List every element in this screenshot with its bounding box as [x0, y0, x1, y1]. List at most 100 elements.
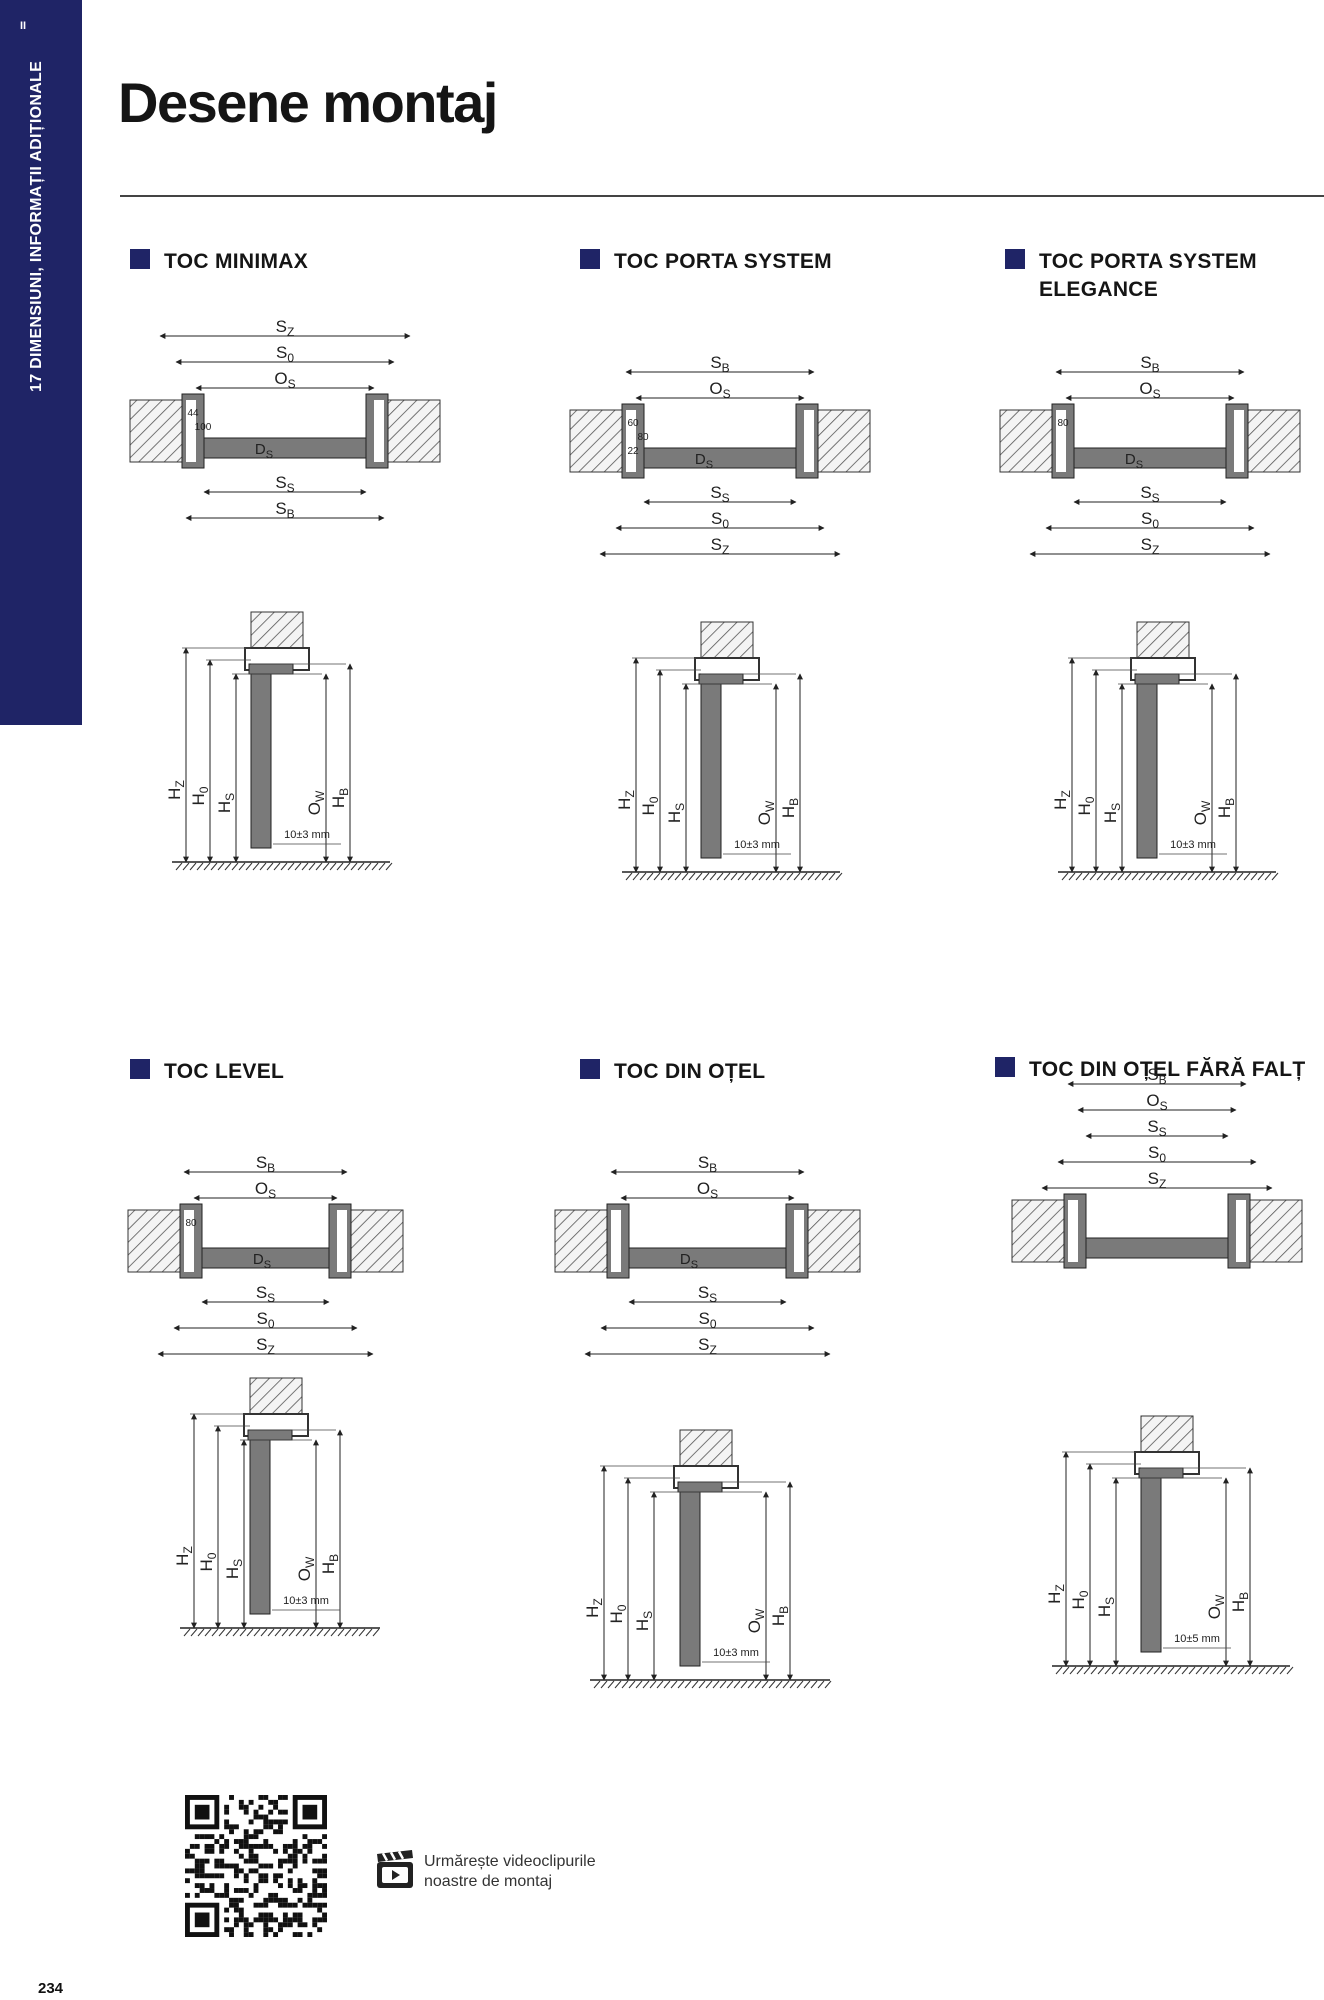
dim-ow: OW [745, 1608, 767, 1633]
dim-hs: HS [1095, 1597, 1117, 1617]
dim-hz: HZ [173, 1546, 195, 1566]
dim-hb: HB [769, 1606, 791, 1626]
floor-gap-note: 10±3 mm [713, 1647, 759, 1659]
dim-hb: HB [329, 788, 351, 808]
door-leaf-section [700, 683, 722, 859]
wall-left [999, 409, 1061, 473]
dim-sz: SZ [1141, 535, 1160, 557]
chapter-marker: II [20, 20, 27, 32]
door-leaf [203, 437, 367, 459]
dim-hs: HS [223, 1559, 245, 1579]
chapter-label: 17 DIMENSIUNI, INFORMAȚII ADIȚIONALE [28, 60, 45, 392]
dim-ss: SS [698, 1283, 717, 1305]
dim-hz: HZ [165, 780, 187, 800]
section-title: TOC LEVEL [164, 1060, 285, 1083]
dim-s0: S0 [256, 1309, 274, 1331]
dim-ow: OW [755, 800, 777, 825]
dim-sz: SZ [256, 1335, 275, 1357]
dim-sz: SZ [698, 1335, 717, 1357]
dim-ss: SS [256, 1283, 275, 1305]
dim-os: OS [274, 369, 295, 391]
bullet-square-icon [1005, 249, 1025, 269]
dim-sb: SB [698, 1153, 717, 1175]
door-leaf-section [249, 1439, 271, 1615]
dim-ss: SS [710, 483, 729, 505]
dim-hb: HB [779, 798, 801, 818]
dim-h0: H0 [607, 1604, 629, 1623]
plan-small-dimension: 100 [195, 422, 212, 433]
floor-gap-note: 10±5 mm [1174, 1633, 1220, 1645]
floor-gap-note: 10±3 mm [1170, 839, 1216, 851]
bullet-square-icon [130, 249, 150, 269]
dim-sb: SB [710, 353, 729, 375]
dim-os: OS [697, 1179, 718, 1201]
dim-hb: HB [319, 1554, 341, 1574]
dim-s0: S0 [1148, 1143, 1166, 1165]
video-caption: Urmărește videoclipurile noastre de mont… [424, 1852, 596, 1892]
frame-inner-left [184, 1210, 194, 1272]
frame-rebate [698, 673, 744, 685]
section-title: TOC DIN OȚEL [614, 1060, 766, 1083]
door-leaf [1073, 447, 1227, 469]
section-heading-din-otel: TOC DIN OȚEL [580, 1058, 765, 1086]
chapter-side-tab: II 17 DIMENSIUNI, INFORMAȚII ADIȚIONALE [0, 0, 82, 725]
dim-hs: HS [215, 793, 237, 813]
wall-left [1011, 1199, 1073, 1263]
bullet-square-icon [995, 1057, 1015, 1077]
dim-h0: H0 [1075, 796, 1097, 815]
frame-rebate [1134, 673, 1180, 685]
bullet-square-icon [580, 1059, 600, 1079]
frame-inner-left [611, 1210, 621, 1272]
wall-right [1241, 1199, 1303, 1263]
dim-s0: S0 [1141, 509, 1159, 531]
page-title: Desene montaj [118, 71, 498, 134]
frame-inner-right [337, 1210, 347, 1272]
dim-hz: HZ [1051, 790, 1073, 810]
video-caption-line: Urmărește videoclipurile [424, 1853, 596, 1870]
plan-small-dimension: 80 [637, 432, 649, 443]
section-heading-din-otel-fara-falt: TOC DIN OȚEL FĂRĂ FALȚ [995, 1056, 1305, 1084]
wall-right [379, 399, 441, 463]
door-leaf [1085, 1237, 1229, 1259]
dim-hs: HS [1101, 803, 1123, 823]
frame-rebate [677, 1481, 723, 1493]
frame-inner-left [1068, 1200, 1078, 1262]
page-number: 234 [38, 1980, 64, 1997]
dim-h0: H0 [189, 786, 211, 805]
section-title-line: TOC PORTA SYSTEM [1039, 250, 1257, 273]
section-title: TOC PORTA SYSTEM ELEGANCE [1039, 248, 1257, 304]
dim-hb: HB [1229, 1592, 1251, 1612]
plan-small-dimension: 60 [627, 418, 639, 429]
frame-inner-left [186, 400, 196, 462]
dim-hz: HZ [615, 790, 637, 810]
dim-os: OS [255, 1179, 276, 1201]
wall-right [1239, 409, 1301, 473]
wall-right [342, 1209, 404, 1273]
wall-right [799, 1209, 861, 1273]
plan-small-dimension: 80 [185, 1218, 197, 1229]
dim-h0: H0 [197, 1552, 219, 1571]
section-heading-porta-system: TOC PORTA SYSTEM [580, 248, 832, 276]
dim-ss: SS [1147, 1117, 1166, 1139]
bullet-square-icon [130, 1059, 150, 1079]
frame-inner-right [374, 400, 384, 462]
dim-hs: HS [633, 1611, 655, 1631]
dim-sz: SZ [1148, 1169, 1167, 1191]
wall-left [554, 1209, 616, 1273]
wall-left [569, 409, 631, 473]
door-leaf-section [679, 1491, 701, 1667]
dim-hz: HZ [1045, 1584, 1067, 1604]
bullet-square-icon [580, 249, 600, 269]
section-heading-level: TOC LEVEL [130, 1058, 284, 1086]
door-leaf-section [250, 673, 272, 849]
frame-inner-left [1056, 410, 1066, 472]
